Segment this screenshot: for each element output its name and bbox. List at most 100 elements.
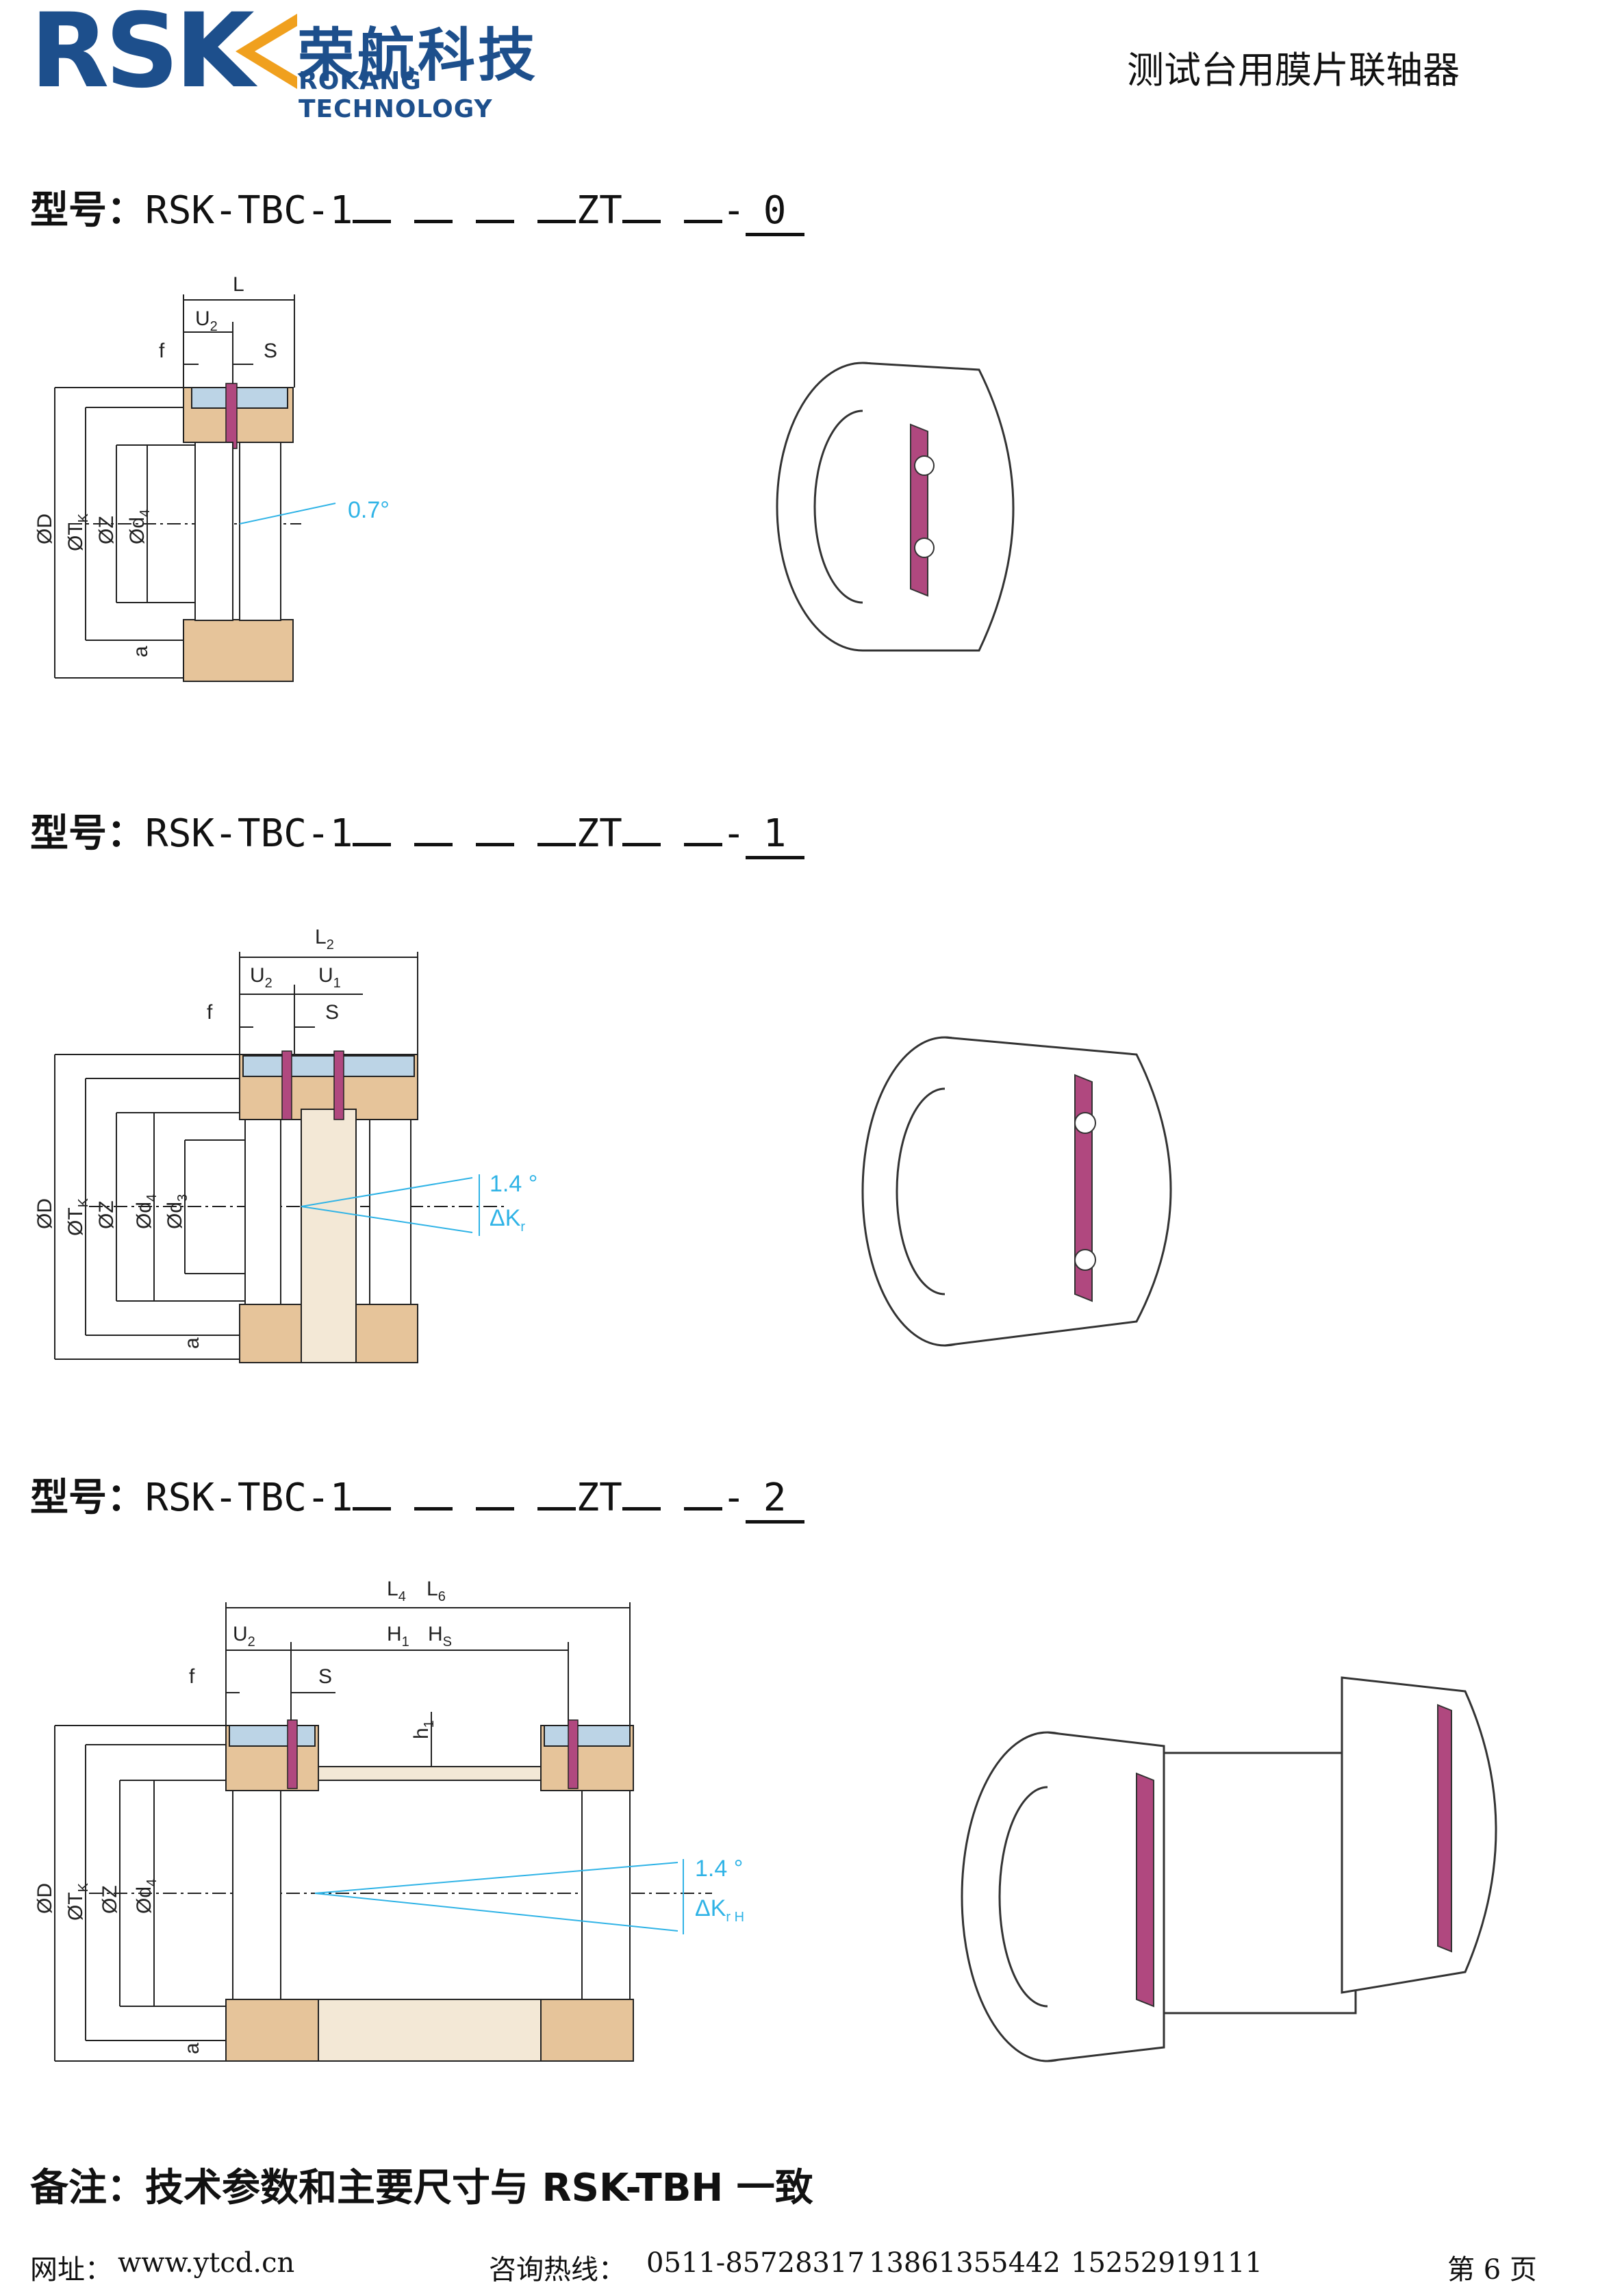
model-prefix: RSK-TBC-1 <box>145 811 353 856</box>
dim-TK: ØTK <box>64 513 91 551</box>
dim-U2: U2 <box>250 964 272 991</box>
logo-chinese-name: 荣航科技 <box>297 22 539 89</box>
website-link[interactable]: www.ytcd.cn <box>118 2247 295 2279</box>
dimension-subscript: 1 <box>422 1720 437 1728</box>
page-number: 第 6 页 <box>1447 2254 1537 2286</box>
dimension-subscript: 4 <box>138 509 153 517</box>
dim-TK: ØTK <box>64 1198 91 1236</box>
dimension-subscript: 1 <box>333 976 341 991</box>
dimension-subscript: S <box>443 1634 452 1650</box>
model-blank <box>414 807 453 846</box>
dim-angle: 1.4 ° <box>490 1171 537 1197</box>
model-blank <box>476 1471 515 1511</box>
hotline-label: 咨询热线： <box>489 2254 626 2286</box>
model-prefix: RSK-TBC-1 <box>145 188 353 233</box>
hotline-phone-2: 13861355442 <box>869 2247 1061 2279</box>
logo-letters: RSK <box>30 0 255 111</box>
dim-U2: U2 <box>233 1623 255 1650</box>
dim-S: S <box>318 1665 332 1688</box>
dimension-subscript: 3 <box>175 1194 190 1202</box>
model-mid: ZT <box>576 188 622 233</box>
model-line-0: 型号：RSK-TBC-1 ZT -0 <box>30 179 804 236</box>
dim-a: a <box>181 1337 203 1349</box>
dim-Z: ØZ <box>95 1200 118 1229</box>
coupling-render-2 <box>961 1676 1497 2062</box>
dim-U1: U1 <box>318 964 341 991</box>
dim-L: L <box>233 273 244 296</box>
dim-D: ØD <box>34 1198 56 1229</box>
dimension-subscript: 4 <box>144 1194 160 1202</box>
model-dash: - <box>722 1476 746 1520</box>
dimension-subscript: K <box>76 1198 91 1207</box>
dimension-subscript: 4 <box>144 1879 160 1886</box>
dim-a: a <box>129 646 152 657</box>
dimension-subscript: 1 <box>402 1634 409 1650</box>
dimension-subscript: 2 <box>210 319 218 334</box>
dimension-subscript: 2 <box>248 1634 255 1650</box>
model-blank <box>537 1471 576 1511</box>
dim-f: f <box>207 1001 213 1024</box>
dim-d3: Ød3 <box>164 1194 190 1229</box>
dim-h1: h1 <box>410 1720 437 1739</box>
model-blank <box>683 184 722 223</box>
model-blank <box>622 807 661 846</box>
model-blank <box>683 1471 722 1511</box>
dim-U2: U2 <box>195 307 218 334</box>
coupling-render-1 <box>861 1036 1172 1347</box>
dim-H1: H1 <box>387 1623 409 1650</box>
dim-Hs: HS <box>428 1623 452 1650</box>
model-blank <box>622 1471 661 1511</box>
dim-a: a <box>181 2043 203 2054</box>
dimension-subscript: 6 <box>438 1589 446 1604</box>
dimension-subscript: 2 <box>327 937 334 952</box>
dim-S: S <box>264 340 277 362</box>
model-blank <box>414 184 453 223</box>
dim-L6: L6 <box>427 1578 446 1604</box>
model-dash: - <box>722 811 746 856</box>
dim-f: f <box>189 1665 195 1688</box>
dimension-subscript: 2 <box>265 976 272 991</box>
model-mid: ZT <box>576 811 622 856</box>
model-dash: - <box>722 188 746 233</box>
hotline-phone-1: 0511-85728317 <box>646 2247 865 2279</box>
model-blank <box>353 1471 392 1511</box>
dim-L2: L2 <box>315 926 334 952</box>
logo-chevron-icon <box>236 14 297 89</box>
model-blank <box>476 184 515 223</box>
dimension-subscript: K <box>76 1882 91 1892</box>
dim-d4: Ød4 <box>133 1879 160 1914</box>
model-label: 型号： <box>30 1476 145 1520</box>
dim-d4: Ød4 <box>126 509 153 544</box>
dim-S: S <box>325 1001 339 1024</box>
company-logo: RSK 荣航科技 ROKANG TECHNOLOGY <box>30 0 564 123</box>
dim-dk: ΔKr <box>490 1205 525 1235</box>
dim-L4: L4 <box>387 1578 406 1604</box>
model-label: 型号： <box>30 811 145 856</box>
model-suffix: 1 <box>745 811 804 859</box>
dim-d4: Ød4 <box>133 1194 160 1229</box>
hotline-phone-3: 15252919111 <box>1071 2247 1263 2279</box>
model-blank <box>414 1471 453 1511</box>
dimension-subscript: 4 <box>398 1589 406 1604</box>
model-suffix: 2 <box>745 1476 804 1524</box>
model-blank <box>622 184 661 223</box>
website-label: 网址： <box>30 2254 112 2286</box>
dim-TK: ØTK <box>64 1882 91 1921</box>
model-line-1: 型号：RSK-TBC-1 ZT -1 <box>30 803 804 859</box>
coupling-render-0 <box>776 362 1015 652</box>
model-prefix: RSK-TBC-1 <box>145 1476 353 1520</box>
dimension-subscript: r H <box>726 1910 744 1925</box>
model-suffix: 0 <box>745 188 804 236</box>
model-blank <box>353 184 392 223</box>
dim-D: ØD <box>34 514 56 544</box>
model-label: 型号： <box>30 188 145 233</box>
model-blank <box>537 807 576 846</box>
dim-angle: 1.4 ° <box>695 1856 743 1882</box>
document-title: 测试台用膜片联轴器 <box>1127 49 1460 92</box>
dim-angle: 0.7° <box>348 497 390 523</box>
model-blank <box>476 807 515 846</box>
drawing-0: L U2 f S ØD ØTK ØZ Ød4 a 0.7° <box>34 273 390 682</box>
model-blank <box>353 807 392 846</box>
model-blank <box>537 184 576 223</box>
